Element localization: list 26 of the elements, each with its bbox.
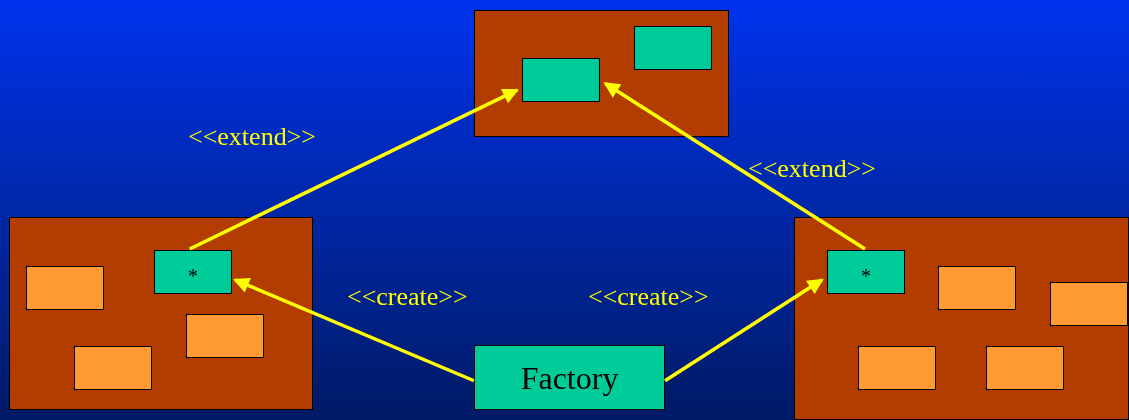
arrow xyxy=(664,278,824,383)
component-box xyxy=(9,217,313,410)
edge-label: <<create>> xyxy=(347,284,468,310)
arrow xyxy=(233,277,475,383)
edge-label: <<extend>> xyxy=(188,124,316,150)
multiplicity-mark: * xyxy=(188,264,198,286)
class-box xyxy=(26,266,104,310)
class-box xyxy=(858,346,936,390)
component-box xyxy=(794,217,1129,420)
class-box xyxy=(522,58,600,102)
class-box xyxy=(634,26,712,70)
class-box xyxy=(827,250,905,294)
edge-label: <<create>> xyxy=(588,284,709,310)
edge-label: <<extend>> xyxy=(748,156,876,182)
component-box xyxy=(474,10,729,137)
class-box xyxy=(154,250,232,294)
arrow xyxy=(603,81,866,251)
class-box xyxy=(186,314,264,358)
class-box xyxy=(938,266,1016,310)
class-box xyxy=(986,346,1064,390)
arrow xyxy=(188,88,519,251)
class-name: Factory xyxy=(520,361,619,394)
class-box xyxy=(1050,282,1128,326)
class-box xyxy=(474,345,665,410)
class-box xyxy=(74,346,152,390)
multiplicity-mark: * xyxy=(861,264,871,286)
